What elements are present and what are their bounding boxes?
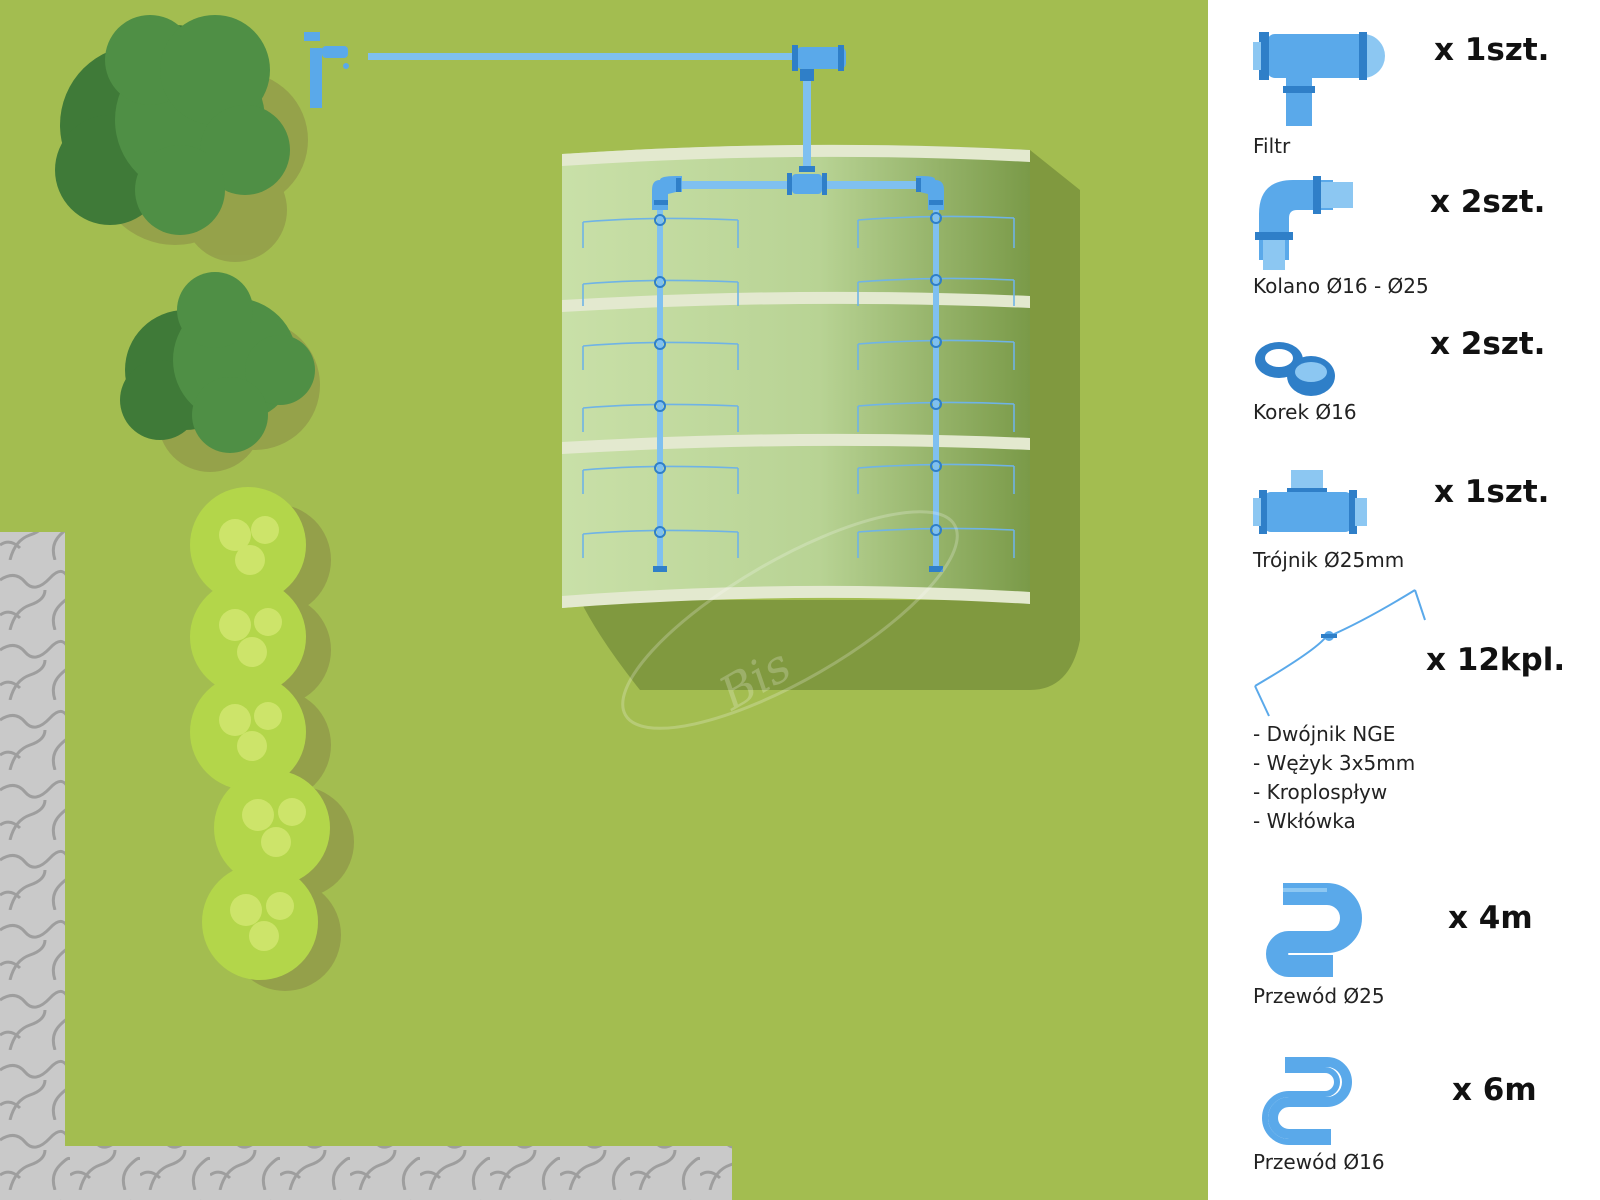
water-tap-icon <box>304 32 349 108</box>
paving-bottom <box>0 1146 732 1200</box>
supply-pipe <box>368 45 846 172</box>
tee-icon <box>1253 470 1367 534</box>
shrub-3 <box>190 674 331 801</box>
tee-label: Trójnik Ø25mm <box>1253 548 1405 572</box>
greenhouse-frame-2 <box>562 433 1030 454</box>
tree-1 <box>55 15 308 262</box>
elbow-label: Kolano Ø16 - Ø25 <box>1253 274 1429 298</box>
filter-icon <box>1253 32 1385 126</box>
hose-16-label: Przewód Ø16 <box>1253 1150 1385 1174</box>
dripper-set-qty: x 12kpl. <box>1426 642 1566 678</box>
dripper-set-icon <box>1254 589 1426 717</box>
distribution-pipe <box>652 173 944 210</box>
component-drip-stake: - Kroplospływ <box>1253 780 1388 804</box>
shrub-1 <box>190 487 331 616</box>
elbow-qty: x 2szt. <box>1430 184 1546 220</box>
paving-left <box>0 532 65 1200</box>
shrub-5 <box>202 864 341 991</box>
hose-25-qty: x 4m <box>1448 900 1533 936</box>
garden-plan: Bis <box>0 0 1208 1200</box>
hose-16-icon <box>1262 1057 1352 1145</box>
parts-list: x 1szt. Filtr x 2szt. Kolano Ø16 - Ø25 x… <box>1208 0 1600 1200</box>
greenhouse-frame-top <box>562 144 1030 166</box>
end-cap-icon <box>1255 342 1335 396</box>
tree-2 <box>120 272 320 472</box>
hose-25-label: Przewód Ø25 <box>1253 984 1385 1008</box>
component-tee-nge: - Dwójnik NGE <box>1253 722 1396 746</box>
lateral-pipe-left <box>653 210 667 572</box>
filter-label: Filtr <box>1253 134 1291 158</box>
greenhouse <box>562 144 1030 608</box>
filter-qty: x 1szt. <box>1434 32 1550 68</box>
hose-16-qty: x 6m <box>1452 1072 1537 1108</box>
component-connector: - Wkłówka <box>1253 809 1356 833</box>
hose-25-icon <box>1266 883 1362 977</box>
greenhouse-frame-bottom <box>562 585 1030 608</box>
end-cap-label: Korek Ø16 <box>1253 400 1357 424</box>
greenhouse-frame-1 <box>562 291 1030 312</box>
tee-qty: x 1szt. <box>1434 474 1550 510</box>
garden-plan-drawing: Bis <box>0 0 1208 1200</box>
dripper-set-components: - Dwójnik NGE - Wężyk 3x5mm - Kroplospły… <box>1253 720 1415 836</box>
component-microtube: - Wężyk 3x5mm <box>1253 751 1416 775</box>
lateral-pipe-right <box>929 210 943 572</box>
shrub-row <box>190 487 354 991</box>
elbow-icon <box>1255 176 1353 270</box>
end-cap-qty: x 2szt. <box>1430 326 1546 362</box>
